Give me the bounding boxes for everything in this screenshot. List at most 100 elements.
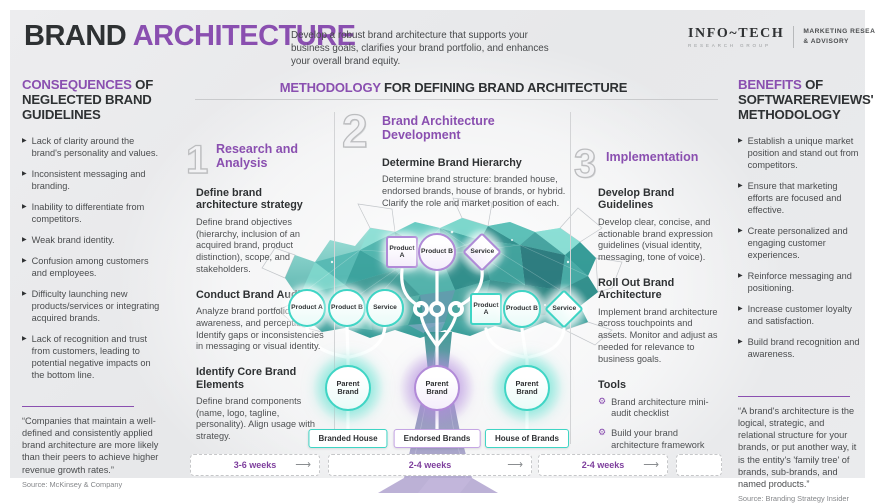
triangle-bullet-icon: ▶ [738, 272, 743, 279]
timeline-phase-2: 2-4 weeks ⟶ [328, 454, 532, 476]
structure-label-house-of-brands: House of Brands [484, 429, 570, 448]
triangle-bullet-icon: ▶ [22, 237, 27, 244]
timeline-fragment [676, 454, 722, 476]
tree-node-product-a-left: Product A [288, 289, 326, 327]
gear-icon: ⚙ [598, 427, 607, 438]
header-description: Develop a robust brand architecture that… [291, 30, 549, 68]
phase-number-2: 2 [341, 104, 368, 157]
structure-label-branded-house: Branded House [308, 429, 388, 448]
section-body: Analyze brand portfolio, equity, awarene… [196, 306, 324, 352]
tree-node-product-b-left: Product B [328, 289, 366, 327]
logo-wordmark: INFO~TECH [688, 26, 785, 41]
tree-node-service-left: Service [366, 289, 404, 327]
phase-number-1: 1 [185, 137, 209, 182]
quote-source: Source: Branding Strategy Insider [738, 493, 849, 503]
quote-text: “A brand's architecture is the logical, … [738, 406, 857, 489]
consequences-panel: CONSEQUENCES OF NEGLECTED BRAND GUIDELIN… [22, 77, 165, 391]
triangle-bullet-icon: ▶ [738, 228, 743, 235]
triangle-bullet-icon: ▶ [22, 171, 27, 178]
title-word-brand: BRAND [24, 20, 127, 52]
list-item: ▶Weak brand identity. [22, 235, 115, 246]
arrow-right-icon: ⟶ [507, 458, 523, 471]
list-item: ▶Inability to differentiate from competi… [22, 202, 145, 225]
section-body: Define brand components (name, logo, tag… [196, 395, 315, 442]
phase-3-title: Implementation [606, 150, 699, 164]
phase-1-content: Define brand architecture strategy Defin… [196, 187, 326, 456]
benefits-heading: BENEFITS OF SOFTWAREREVIEWS' METHODOLOGY [738, 77, 874, 122]
list-item: ▶Difficulty launching new products/servi… [22, 288, 160, 323]
tree-node-product-a-right: Product A [470, 293, 502, 325]
section-title: Determine Brand Hierarchy [382, 157, 522, 169]
section-title: Define brand architecture strategy [196, 187, 303, 212]
phase-2-content: Determine Brand Hierarchy Determine bran… [382, 157, 568, 223]
logo-subtitle: RESEARCH GROUP [688, 43, 771, 48]
section-body: Define brand objectives (hierarchy, incl… [196, 216, 301, 274]
right-quote: “A brand's architecture is the logical, … [738, 396, 860, 503]
section-body: Develop clear, concise, and actionable b… [598, 216, 713, 263]
list-item: ▶Reinforce messaging and positioning. [738, 270, 852, 293]
list-item: ▶Create personalized and engaging custom… [738, 226, 848, 260]
gear-icon: ⚙ [598, 395, 607, 406]
triangle-bullet-icon: ▶ [738, 138, 743, 145]
consequences-list: ▶Lack of clarity around the brand's pers… [22, 136, 165, 381]
structure-label-endorsed-brands: Endorsed Brands [393, 429, 481, 448]
timeline-phase-3: 2-4 weeks ⟶ [538, 454, 668, 476]
triangle-bullet-icon: ▶ [22, 258, 27, 265]
list-item: ▶Confusion among customers and employees… [22, 256, 149, 278]
list-item: ▶Lack of recognition and trust from cust… [22, 333, 151, 380]
methodology-rule [195, 99, 718, 100]
parent-brand-node-center: Parent Brand [414, 365, 460, 411]
tree-node-product-b-right: Product B [503, 290, 541, 328]
timeline-phase-1: 3-6 weeks ⟶ [190, 454, 320, 476]
tree-node-product-a-purple: Product A [386, 236, 418, 268]
logo-tagline: MARKETING RESEARCH & ADVISORY [803, 28, 875, 45]
section-title: Roll Out Brand Architecture [598, 276, 675, 302]
parent-brand-node-right: Parent Brand [504, 365, 550, 411]
infotech-logo: INFO~TECH RESEARCH GROUP MARKETING RESEA… [688, 26, 875, 48]
duration-label: 2-4 weeks [408, 460, 452, 470]
page-title: BRAND ARCHITECTURE [24, 20, 356, 53]
arrow-right-icon: ⟶ [643, 458, 659, 471]
tool-item: ⚙Build your brand architecture framework [598, 427, 705, 450]
triangle-bullet-icon: ▶ [738, 305, 743, 312]
consequences-heading: CONSEQUENCES OF NEGLECTED BRAND GUIDELIN… [22, 77, 154, 122]
benefits-panel: BENEFITS OF SOFTWAREREVIEWS' METHODOLOGY… [738, 77, 874, 370]
benefits-list: ▶Establish a unique market position and … [738, 136, 860, 360]
list-item: ▶Ensure that marketing efforts are focus… [738, 181, 842, 216]
list-item: ▶Build brand recognition and awareness. [738, 336, 860, 359]
column-divider [570, 112, 571, 444]
triangle-bullet-icon: ▶ [738, 338, 743, 345]
triangle-bullet-icon: ▶ [22, 204, 27, 211]
quote-rule [738, 396, 850, 397]
logo-name-block: INFO~TECH RESEARCH GROUP [688, 26, 784, 48]
quote-rule [22, 406, 134, 407]
list-item: ▶Establish a unique market position and … [738, 136, 859, 171]
section-title: Identify Core Brand Elements [196, 366, 297, 391]
phase-1-title: Research and Analysis [216, 142, 298, 171]
section-title: Develop Brand Guidelines [598, 187, 675, 212]
triangle-bullet-icon: ▶ [22, 138, 27, 145]
methodology-heading: METHODOLOGY FOR DEFINING BRAND ARCHITECT… [279, 80, 628, 95]
duration-label: 2-4 weeks [581, 460, 625, 470]
triangle-bullet-icon: ▶ [22, 290, 27, 297]
quote-source: Source: McKinsey & Company [22, 479, 123, 489]
phase-2-title: Brand Architecture Development [382, 114, 495, 143]
section-title: Conduct Brand Audit [196, 288, 305, 301]
triangle-bullet-icon: ▶ [738, 183, 743, 190]
logo-divider [793, 26, 795, 48]
tools-title: Tools [598, 378, 626, 391]
left-quote: “Companies that maintain a well-defined … [22, 406, 165, 489]
parent-brand-node-left: Parent Brand [325, 365, 371, 411]
section-body: Determine brand structure: branded house… [382, 174, 566, 208]
phase-number-3: 3 [573, 141, 597, 186]
tree-node-product-b-purple: Product B [418, 233, 456, 271]
title-word-architecture: ARCHITECTURE [126, 20, 356, 52]
list-item: ▶Inconsistent messaging and branding. [22, 169, 146, 192]
section-body: Implement brand architecture across touc… [598, 306, 718, 364]
list-item: ▶Lack of clarity around the brand's pers… [22, 136, 158, 159]
quote-text: “Companies that maintain a well-defined … [22, 416, 159, 475]
tool-item: ⚙Brand architecture mini-audit checklist [598, 395, 709, 419]
list-item: ▶Increase customer loyalty and satisfact… [738, 303, 852, 326]
duration-label: 3-6 weeks [233, 460, 277, 470]
